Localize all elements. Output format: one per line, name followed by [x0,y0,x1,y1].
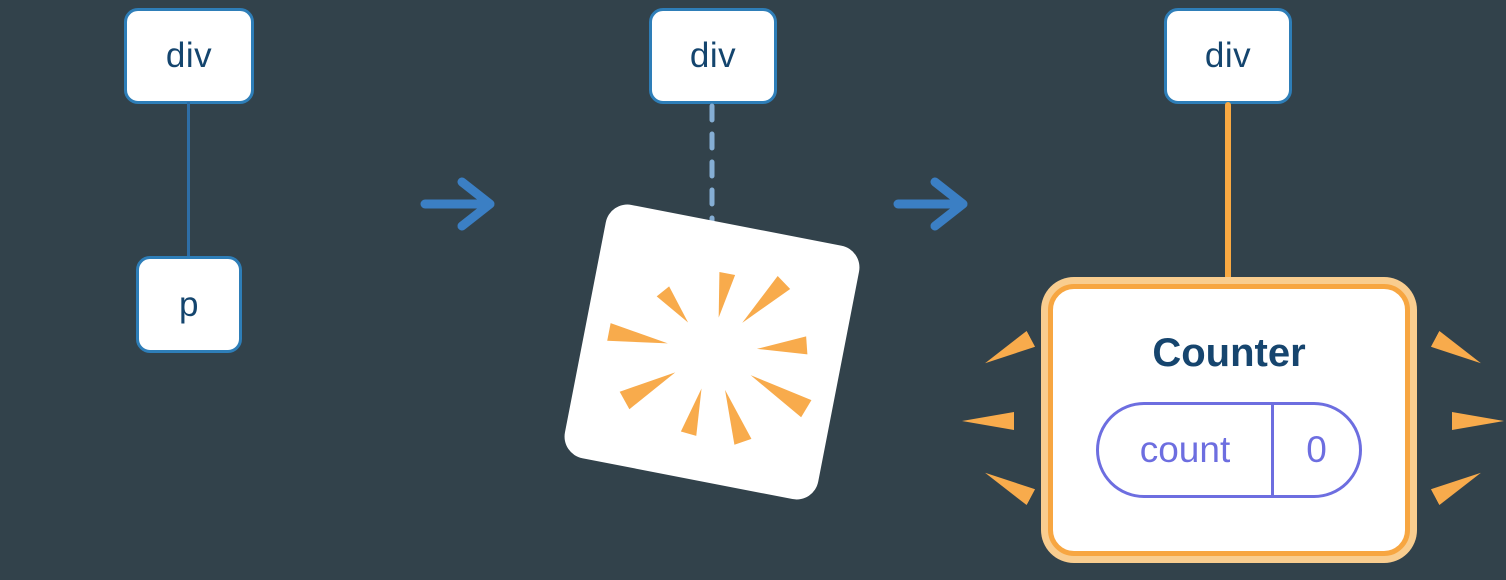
dom-node-div-stage1: div [124,8,254,104]
counter-title: Counter [1152,331,1306,375]
dom-node-p: p [136,256,242,353]
poof-burst-icon [560,200,864,504]
node-label: div [165,36,213,75]
sparkle-icon [1452,412,1504,430]
state-value: 0 [1306,429,1327,470]
pill-divider [1271,405,1274,495]
edge-div-to-counter [1225,102,1231,286]
sparkle-icon [1431,331,1485,371]
node-label: div [689,36,737,75]
sparkle-icon [981,331,1035,371]
state-key-label: count [1139,429,1231,470]
sparkle-icon [1431,465,1485,505]
state-pill: count 0 [1096,402,1362,498]
dom-node-div-stage3: div [1164,8,1292,104]
arrow-right-icon [420,177,495,231]
sparkle-icon [962,412,1014,430]
arrow-right-icon [893,177,968,231]
edge-dashed-removed [709,103,715,231]
edge-div-to-p [187,102,190,258]
dom-node-div-stage2: div [649,8,777,104]
counter-component: Counter count 0 [1048,284,1410,556]
sparkle-icon [981,465,1035,505]
node-label: p [179,284,199,324]
node-label: div [1204,36,1252,75]
